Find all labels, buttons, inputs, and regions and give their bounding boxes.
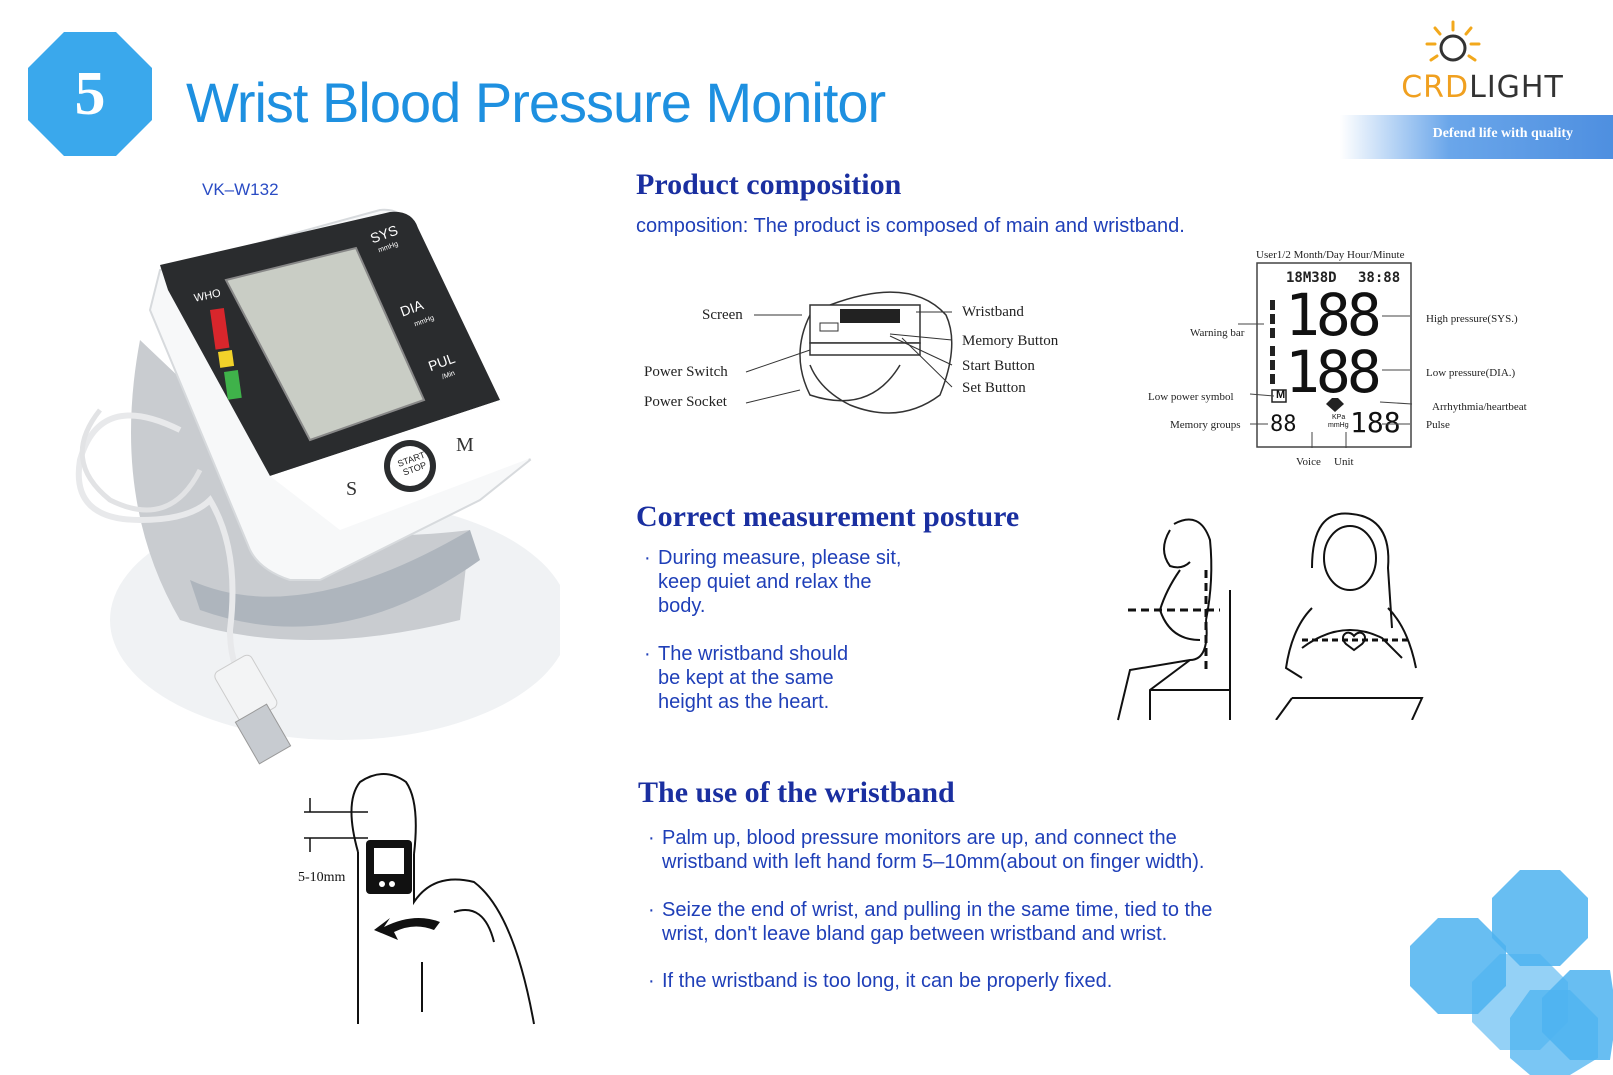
seated-posture-illustration	[1117, 518, 1231, 721]
wristband-fitting-illustration	[304, 773, 535, 1025]
section-number-badge	[28, 32, 152, 156]
section-number: 5	[74, 60, 106, 128]
label-memory-button: Memory Button	[962, 333, 1059, 349]
label-start-button: Start Button	[962, 358, 1035, 374]
logo-wordmark-right: IGHT	[1486, 70, 1564, 105]
decorative-hexagons	[1410, 870, 1613, 1075]
crdlight-logo-icon	[1425, 20, 1481, 62]
posture-bullet-2-line-1: The wristband should	[658, 643, 849, 665]
lcd-date-digits: 18M38D	[1286, 270, 1337, 286]
composition-leader-lines	[745, 311, 953, 404]
device-diagram	[799, 291, 953, 414]
lcd-diagram	[1256, 262, 1412, 448]
lcd-label-arrhythmia: Arrhythmia/heartbeat	[1432, 401, 1527, 413]
wristband-bullet-3-line-1: If the wristband is too long, it can be …	[662, 970, 1113, 992]
page-title: Wrist Blood Pressure Monitor	[186, 71, 886, 134]
model-number: VK–W132	[202, 180, 279, 199]
lcd-label-voice: Voice	[1296, 456, 1321, 468]
wristband-bullet-2-line-2: wrist, don't leave bland gap between wri…	[662, 923, 1168, 945]
lcd-memory-symbol: M	[1276, 389, 1286, 401]
bullet-dot: ·	[648, 970, 655, 992]
lcd-sys-digits: 188	[1285, 281, 1382, 349]
lcd-label-warning-bar: Warning bar	[1190, 327, 1245, 339]
composition-text: composition: The product is composed of …	[636, 215, 1185, 237]
device-m-button-label: M	[456, 434, 474, 456]
logo-wordmark-left: CRD	[1401, 70, 1470, 105]
wristband-bullet-2: · Seize the end of wrist, and pulling in…	[648, 898, 1213, 946]
label-wristband: Wristband	[962, 304, 1024, 320]
lcd-label-memory-groups: Memory groups	[1170, 419, 1241, 431]
bullet-dot: ·	[644, 643, 651, 665]
posture-bullet-1-line-2: keep quiet and relax the	[658, 571, 872, 593]
lcd-label-unit: Unit	[1334, 456, 1354, 468]
section-heading-wristband: The use of the wristband	[638, 776, 955, 809]
bullet-dot: ·	[648, 899, 655, 921]
lcd-top-labels: User1/2 Month/Day Hour/Minute	[1256, 249, 1405, 261]
tagline: Defend life with quality	[1432, 126, 1573, 141]
wristband-bullet-1-line-2: wristband with left hand form 5–10mm(abo…	[662, 851, 1205, 873]
wristband-bullet-2-line-1: Seize the end of wrist, and pulling in t…	[662, 899, 1213, 921]
wristband-distance-label: 5-10mm	[298, 870, 346, 885]
label-set-button: Set Button	[962, 380, 1026, 396]
wristband-bullet-1: · Palm up, blood pressure monitors are u…	[648, 826, 1205, 874]
device-s-button-label: S	[346, 478, 358, 500]
device-photo	[75, 208, 560, 765]
bullet-dot: ·	[644, 547, 651, 569]
lcd-unit-bottom: mmHg	[1328, 422, 1349, 429]
wristband-bullet-1-line-1: Palm up, blood pressure monitors are up,…	[662, 827, 1177, 849]
tagline-bar	[1340, 115, 1613, 159]
bullet-dot: ·	[648, 827, 655, 849]
lcd-memory-digits: 88	[1270, 412, 1297, 437]
posture-bullet-1-line-3: body.	[658, 595, 706, 617]
posture-bullet-2: · The wristband should be kept at the sa…	[644, 642, 849, 714]
lcd-label-pulse: Pulse	[1426, 419, 1450, 431]
lcd-unit-top: KPa	[1332, 414, 1346, 421]
label-screen: Screen	[702, 307, 743, 323]
label-power-switch: Power Switch	[644, 364, 728, 380]
posture-bullet-2-line-3: height as the heart.	[658, 691, 830, 713]
lcd-dia-digits: 188	[1285, 338, 1382, 406]
lcd-label-low-pressure: Low pressure(DIA.)	[1426, 367, 1516, 379]
section-heading-composition: Product composition	[636, 168, 902, 201]
lcd-leader-lines	[1238, 315, 1413, 448]
front-posture-illustration	[1275, 512, 1424, 720]
lcd-label-high-pressure: High pressure(SYS.)	[1426, 313, 1518, 325]
section-heading-posture: Correct measurement posture	[636, 500, 1020, 533]
posture-bullet-2-line-2: be kept at the same	[658, 667, 834, 689]
wristband-bullet-3: · If the wristband is too long, it can b…	[648, 969, 1113, 993]
posture-bullet-1-line-1: During measure, please sit,	[658, 547, 902, 569]
lcd-pulse-digits: 188	[1350, 406, 1401, 439]
label-power-socket: Power Socket	[644, 394, 727, 410]
logo-wordmark: CRDLIGHT	[1401, 70, 1564, 105]
lcd-label-low-power: Low power symbol	[1148, 391, 1234, 403]
posture-bullet-1: · During measure, please sit, keep quiet…	[644, 546, 902, 618]
lcd-time-digits: 38:88	[1358, 270, 1401, 286]
